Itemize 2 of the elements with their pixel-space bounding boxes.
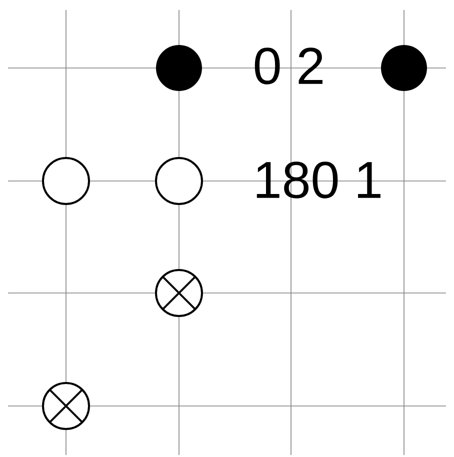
number-label: 180 1 xyxy=(256,162,380,198)
number-label: 0 2 xyxy=(254,48,322,84)
